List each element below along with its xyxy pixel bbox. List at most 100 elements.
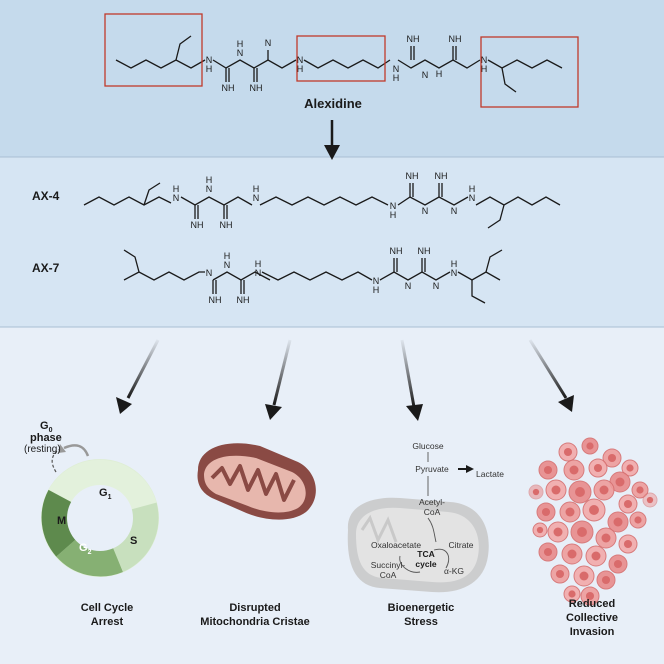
svg-text:H: H [481, 64, 488, 74]
svg-text:Collective: Collective [566, 612, 618, 624]
invasion-cell-nucleus [553, 527, 563, 537]
svg-text:Citrate: Citrate [448, 540, 473, 550]
invasion-cell-nucleus [577, 527, 587, 537]
effect-arrows [116, 339, 574, 421]
svg-text:N: N [255, 268, 262, 278]
svg-text:NH: NH [406, 171, 419, 181]
svg-text:H: H [373, 285, 380, 295]
svg-text:NH: NH [390, 246, 403, 256]
invasion-cell-nucleus [613, 559, 623, 569]
arrow-to-mitochondria [265, 339, 292, 420]
cell-cycle-title-1: Cell Cycle [81, 602, 134, 614]
invasion-cell-nucleus [543, 547, 553, 557]
svg-text:Glucose: Glucose [412, 441, 443, 451]
bioenergetic-labels: Glucose Pyruvate Lactate Acetyl- CoA Oxa… [371, 441, 504, 628]
invasion-cell-nucleus [646, 496, 654, 504]
s-sector [112, 502, 159, 572]
invasion-cell-nucleus [543, 465, 553, 475]
svg-text:NH: NH [237, 295, 250, 305]
svg-text:CoA: CoA [380, 570, 397, 580]
gray-cristae [360, 514, 398, 544]
invasion-labels: Reduced Collective Invasion [566, 598, 618, 638]
svg-text:M: M [57, 515, 66, 527]
svg-text:NH: NH [250, 83, 263, 93]
invasion-cell-nucleus [551, 485, 561, 495]
svg-text:N: N [469, 193, 476, 203]
cell-cycle-diagram [41, 444, 159, 577]
svg-text:Reduced: Reduced [569, 598, 615, 610]
invasion-cell-nucleus [615, 477, 625, 487]
svg-text:H: H [393, 73, 400, 83]
svg-text:NH: NH [407, 34, 420, 44]
svg-text:N: N [451, 268, 458, 278]
invasion-cell-nucleus [623, 499, 633, 509]
invasion-cell-nucleus [555, 569, 565, 579]
svg-text:N: N [206, 55, 213, 65]
cell-cycle-title-2: Arrest [91, 616, 124, 628]
ax4-label: AX-4 [32, 189, 60, 203]
svg-text:NH: NH [220, 220, 233, 230]
svg-text:NH: NH [449, 34, 462, 44]
svg-text:CoA: CoA [424, 507, 441, 517]
svg-text:NH: NH [418, 246, 431, 256]
m-sector [41, 489, 77, 557]
invasion-cell-nucleus [568, 590, 576, 598]
invasion-cell-nucleus [586, 442, 594, 450]
svg-text:Pyruvate: Pyruvate [415, 464, 449, 474]
arrow-to-bioenergetic [400, 339, 423, 421]
invasion-cell-nucleus [593, 463, 603, 473]
highlight-boxes [104, 13, 579, 108]
invasion-cell-nucleus [589, 505, 599, 515]
svg-text:H: H [390, 210, 397, 220]
svg-text:H: H [469, 184, 476, 194]
svg-text:H: H [297, 64, 304, 74]
svg-text:N: N [405, 281, 412, 291]
alexidine-structure [115, 35, 563, 93]
svg-text:Succinyl-: Succinyl- [371, 560, 406, 570]
svg-text:N: N [422, 70, 429, 80]
svg-text:phase: phase [30, 432, 62, 444]
invasion-cell-nucleus [601, 533, 611, 543]
invasion-cell-nucleus [634, 516, 642, 524]
svg-text:N: N [481, 55, 488, 65]
svg-text:H: H [237, 39, 244, 49]
ax4-atom-labels: N H N H NH NH N H N H NH N NH N N H [173, 171, 476, 230]
invasion-cell-nucleus [565, 507, 575, 517]
svg-text:G0: G0 [40, 420, 53, 434]
svg-text:Disrupted: Disrupted [229, 602, 280, 614]
invasion-cell-nucleus [536, 526, 544, 534]
invasion-cell-nucleus [607, 453, 617, 463]
svg-text:TCA: TCA [417, 549, 434, 559]
arrow-to-invasion [528, 339, 574, 412]
svg-text:NH: NH [222, 83, 235, 93]
svg-text:(resting): (resting) [24, 444, 61, 455]
svg-text:N: N [373, 276, 380, 286]
invasion-cell-nucleus [636, 486, 644, 494]
ax7-label: AX-7 [32, 261, 60, 275]
ax4-structure [83, 182, 561, 229]
invasion-cell-nucleus [569, 465, 579, 475]
ax7-atom-labels: N N H NH NH N H N H NH N NH N N H [206, 246, 458, 305]
svg-text:N: N [297, 55, 304, 65]
svg-text:N: N [206, 184, 213, 194]
svg-text:G2: G2 [79, 542, 92, 556]
svg-text:N: N [433, 281, 440, 291]
invasion-cell-nucleus [591, 551, 601, 561]
arrow-to-cell-cycle [116, 339, 160, 414]
svg-text:Lactate: Lactate [476, 469, 504, 479]
svg-text:N: N [237, 48, 244, 58]
invasion-cell-nucleus [579, 571, 589, 581]
svg-text:H: H [206, 175, 213, 185]
invasion-cell-nucleus [626, 464, 634, 472]
svg-text:N: N [173, 193, 180, 203]
svg-text:G1: G1 [99, 487, 112, 501]
cell-cycle-labels: G0 phase (resting) G1 S G2 M Cell Cycle … [24, 420, 137, 628]
invasion-cell-nucleus [563, 447, 573, 457]
invasion-cell-nucleus [601, 575, 611, 585]
highlight-box-left [104, 13, 203, 87]
svg-text:cycle: cycle [415, 559, 437, 569]
mito-cristae [210, 464, 296, 502]
svg-text:N: N [265, 38, 272, 48]
